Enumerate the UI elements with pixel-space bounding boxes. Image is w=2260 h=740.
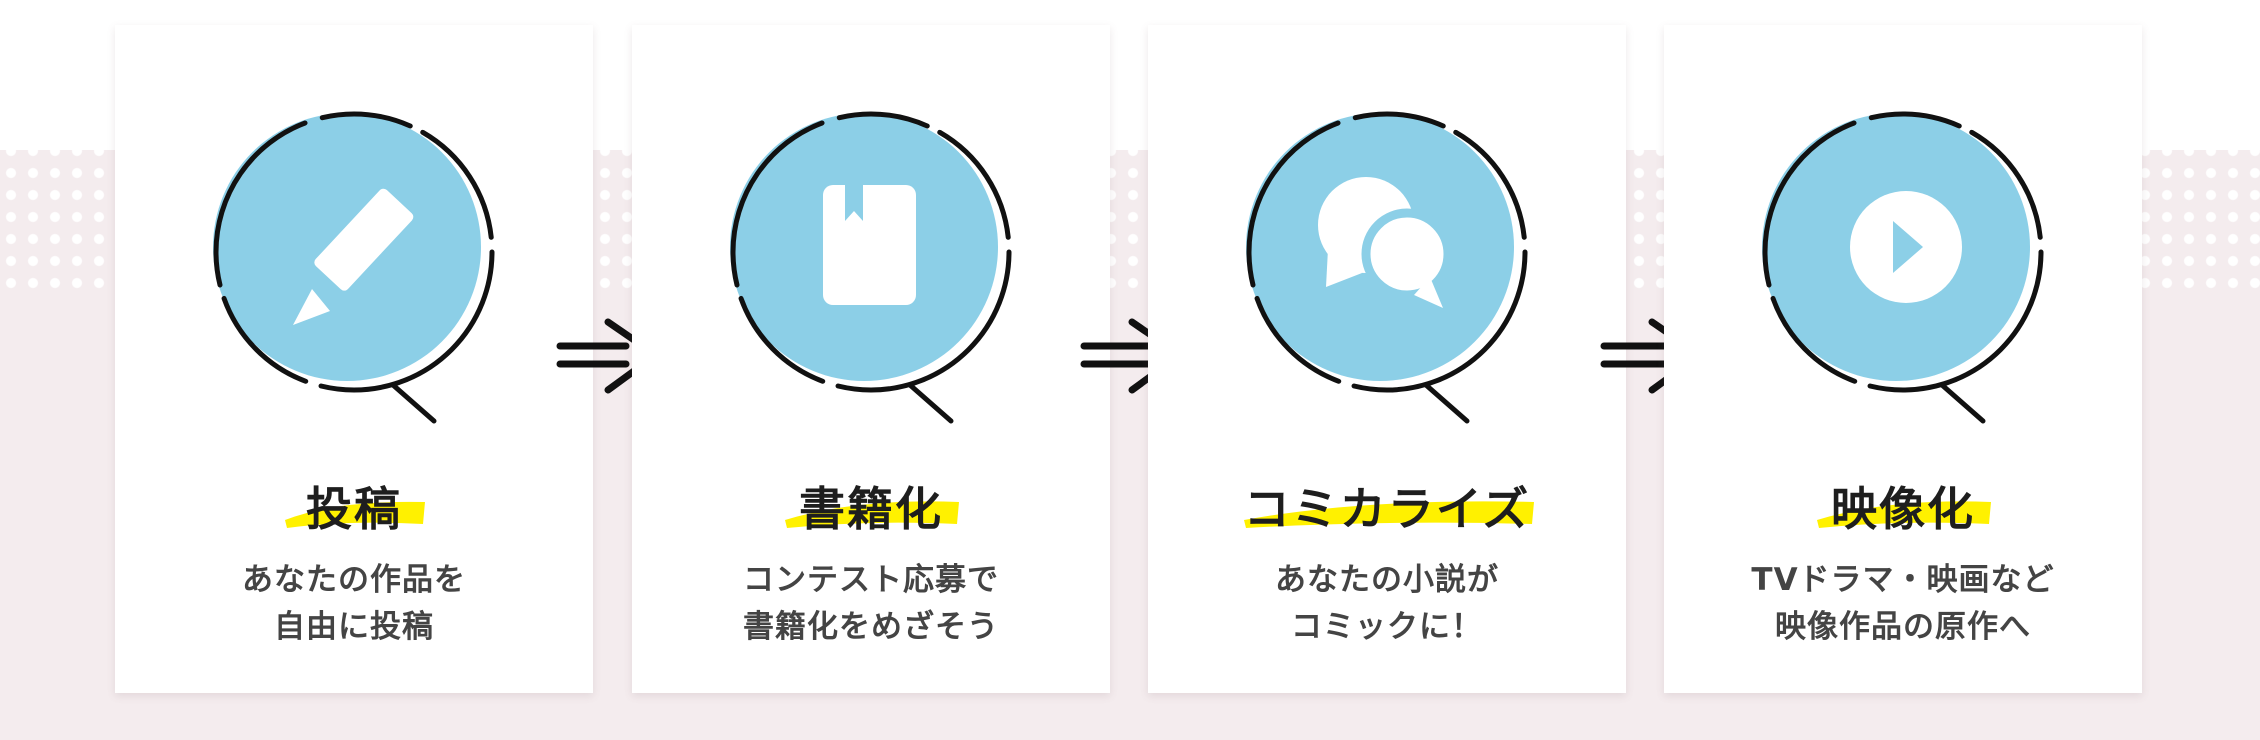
step-description: あなたの小説が コミックに！	[1275, 562, 1499, 645]
speech-bubbles-icon	[1318, 177, 1453, 308]
step-description: コンテスト応募で 書籍化をめざそう	[743, 562, 999, 645]
step-card-comic: コミカライズ あなたの小説が コミックに！	[1148, 25, 1626, 693]
step-description: あなたの作品を 自由に投稿	[242, 562, 466, 645]
title-highlight	[1817, 501, 1991, 528]
step-card-video: 映像化 TVドラマ・映画など 映像作品の原作へ	[1664, 25, 2142, 693]
step-card-book: 書籍化 コンテスト応募で 書籍化をめざそう	[632, 25, 1110, 693]
title-highlight	[1244, 501, 1534, 528]
book-icon	[823, 185, 916, 305]
magnifier-illustration	[730, 111, 1012, 424]
title-highlight	[285, 501, 425, 528]
play-icon	[1850, 191, 1962, 303]
magnifier-illustration	[1762, 111, 2044, 424]
title-highlight	[785, 501, 959, 528]
step-card-post: 投稿 あなたの作品を 自由に投稿	[115, 25, 593, 693]
step-description: TVドラマ・映画など 映像作品の原作へ	[1751, 562, 2055, 645]
step-title: 映像化	[1831, 482, 1975, 536]
step-title: コミカライズ	[1243, 482, 1531, 536]
step-title: 投稿	[306, 482, 402, 536]
magnifier-illustration	[213, 111, 495, 424]
magnifier-illustration	[1246, 111, 1528, 424]
pencil-icon	[293, 188, 414, 325]
step-title: 書籍化	[799, 482, 943, 536]
